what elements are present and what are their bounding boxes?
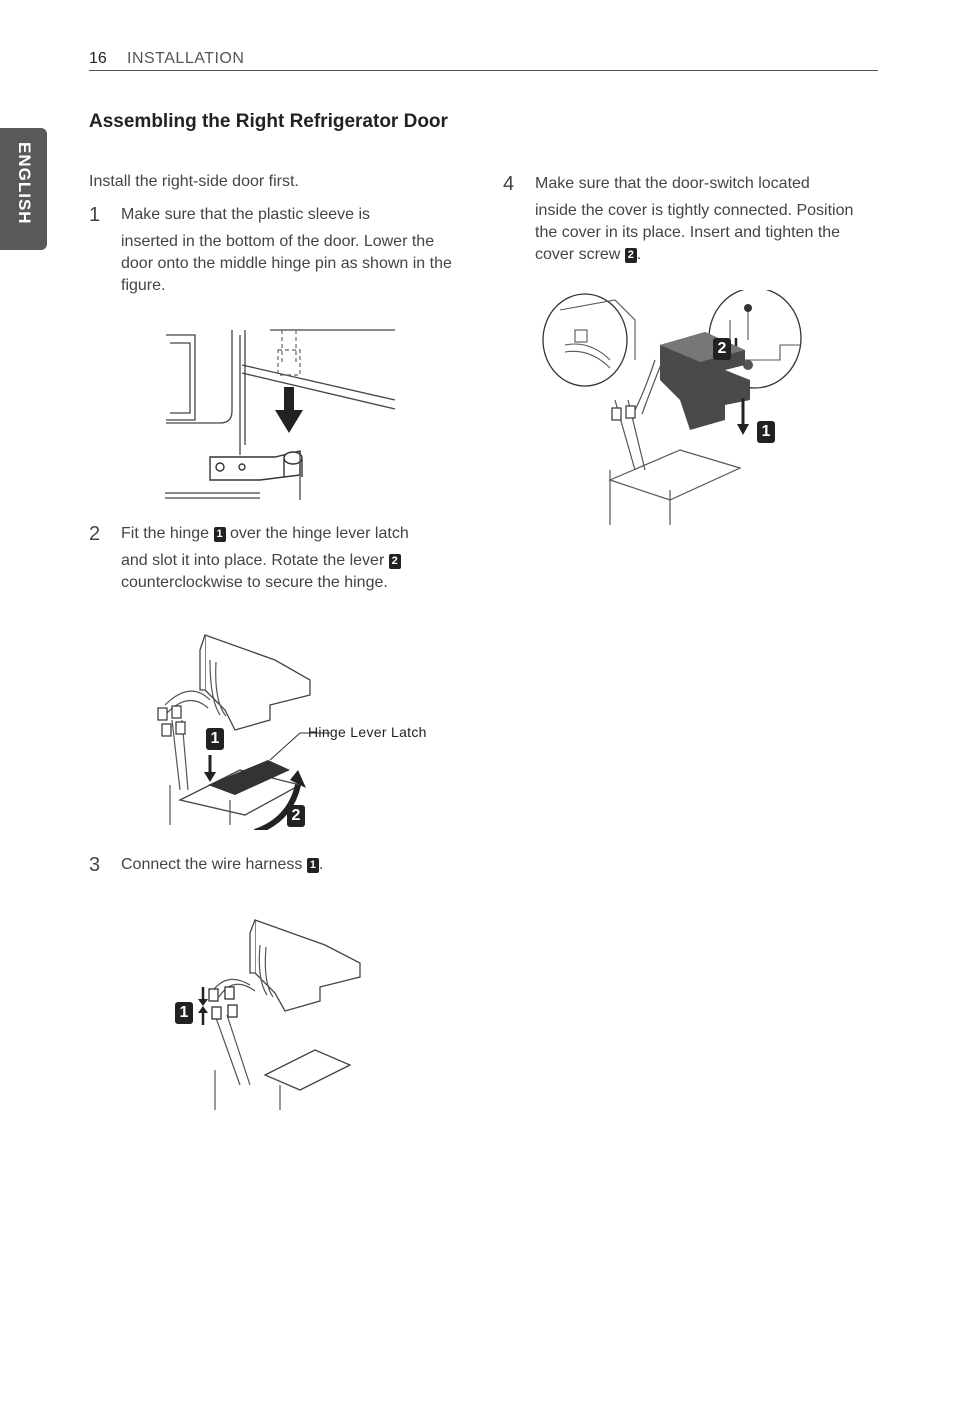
step-text: Connect the wire harness 1. (121, 854, 466, 876)
step-line: Make sure that the plastic sleeve is (121, 206, 371, 223)
callout-number-1: 1 (757, 421, 775, 443)
step-text: Fit the hinge 1 over the hinge lever lat… (121, 523, 466, 594)
step-number: 2 (89, 523, 101, 545)
callout-badge: 2 (388, 554, 401, 569)
text-run: over the hinge lever latch (225, 525, 409, 542)
wire-harness-figure (198, 919, 361, 1110)
page-number: 16 (89, 50, 107, 67)
callout-badge: 1 (213, 527, 226, 542)
step-line: counterclockwise to secure the hinge. (121, 574, 388, 591)
step-number: 1 (89, 204, 101, 226)
step-line: inserted in the bottom of the door. Lowe… (121, 233, 452, 294)
door-switch-cover-figure (542, 290, 802, 525)
step-line: Fit the hinge 1 over the hinge lever lat… (121, 523, 466, 545)
language-tab-label: ENGLISH (15, 142, 34, 225)
step-text: Make sure that the door-switch located i… (535, 173, 875, 266)
text-run: . (318, 856, 324, 873)
text-run: Connect the wire harness (121, 856, 307, 873)
step-number: 4 (503, 173, 515, 195)
step-text: Make sure that the plastic sleeve is ins… (121, 204, 466, 297)
hinge-lever-figure (157, 634, 330, 830)
callout-number-1: 1 (175, 1002, 193, 1024)
text-run: and slot it into place. Rotate the lever (121, 552, 389, 569)
step-number: 3 (89, 854, 101, 876)
callout-number-2: 2 (287, 805, 305, 827)
step-line: inside the cover is tightly connected. P… (535, 200, 875, 266)
text-run: inside the cover is tightly connected. P… (535, 202, 854, 263)
page-header: 16 INSTALLATION (89, 48, 878, 71)
hinge-lever-latch-label: Hinge Lever Latch (308, 724, 427, 740)
step-line: Make sure that the door-switch located (535, 175, 810, 192)
callout-badge: 1 (306, 858, 319, 873)
language-tab: ENGLISH (0, 128, 47, 250)
text-run: . (636, 246, 642, 263)
section-name: INSTALLATION (127, 50, 245, 67)
step-line: and slot it into place. Rotate the lever… (121, 550, 466, 572)
callout-number-2: 2 (713, 338, 731, 360)
page-title: Assembling the Right Refrigerator Door (89, 111, 448, 132)
door-hinge-pin-figure (165, 329, 396, 500)
callout-number-1: 1 (206, 728, 224, 750)
callout-badge: 2 (624, 248, 637, 263)
text-run: Fit the hinge (121, 525, 214, 542)
intro-text: Install the right-side door first. (89, 173, 299, 190)
